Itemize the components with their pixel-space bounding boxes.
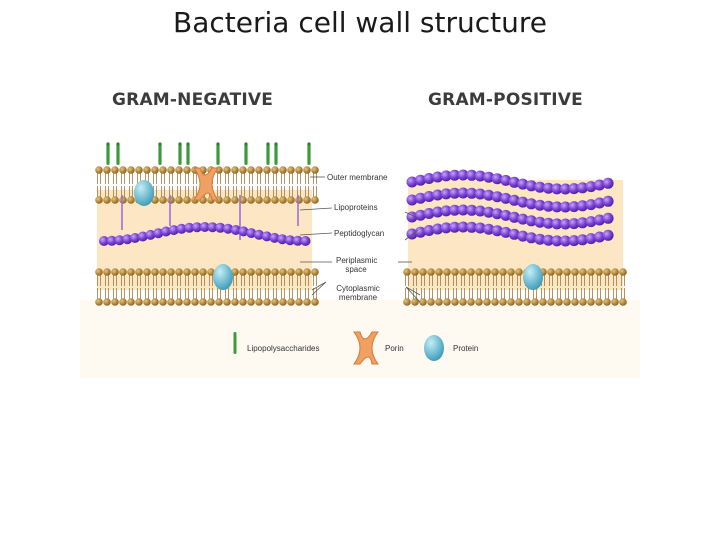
label-periplasmic: Periplasmic space (336, 256, 378, 274)
label-lipoproteins: Lipoproteins (334, 203, 378, 212)
lipopolysaccharide (216, 142, 220, 165)
lipopolysaccharide (158, 142, 162, 165)
peptidoglycan-positive-layer-1 (406, 169, 614, 195)
lipopolysaccharide (274, 142, 278, 165)
legend-porin: Porin (385, 344, 404, 353)
lipopolysaccharide (106, 142, 110, 165)
protein-outer-membrane (134, 180, 154, 206)
label-cytoplasmic-line1: Cytoplasmic (336, 284, 380, 293)
cytoplasmic-membrane-negative (95, 268, 319, 306)
peptidoglycan-negative (99, 222, 311, 246)
label-peptidoglycan: Peptidoglycan (334, 229, 385, 238)
lipopolysaccharide (244, 142, 248, 165)
label-periplasmic-line2: space (345, 265, 367, 274)
label-periplasmic-line1: Periplasmic (336, 256, 378, 265)
legend-protein: Protein (453, 344, 479, 353)
label-cytoplasmic-line2: membrane (338, 293, 378, 302)
peptidoglycan-positive-layer-4 (406, 221, 614, 247)
lipopolysaccharide (186, 142, 190, 165)
protein-cytoplasmic-positive (523, 264, 543, 290)
peptidoglycan-positive-layer-2 (406, 187, 614, 213)
legend-porin-icon (353, 331, 379, 365)
label-outer-membrane: Outer membrane (327, 173, 388, 182)
lipopolysaccharide (178, 142, 182, 165)
porin (193, 167, 219, 201)
lipopolysaccharide (116, 142, 120, 165)
gram-negative-heading: GRAM-NEGATIVE (112, 90, 274, 110)
slide-title: Bacteria cell wall structure (173, 6, 547, 39)
lipopolysaccharide (266, 142, 270, 165)
legend-lps-icon (233, 332, 237, 354)
gram-positive-heading: GRAM-POSITIVE (428, 90, 583, 110)
legend-protein-icon (424, 335, 444, 361)
leader-lines (299, 176, 421, 303)
legend-lipopolysaccharides: Lipopolysaccharides (247, 344, 320, 353)
label-cytoplasmic: Cytoplasmic membrane (333, 284, 383, 302)
lipopolysaccharide (307, 142, 311, 165)
protein-cytoplasmic-negative (213, 264, 233, 290)
